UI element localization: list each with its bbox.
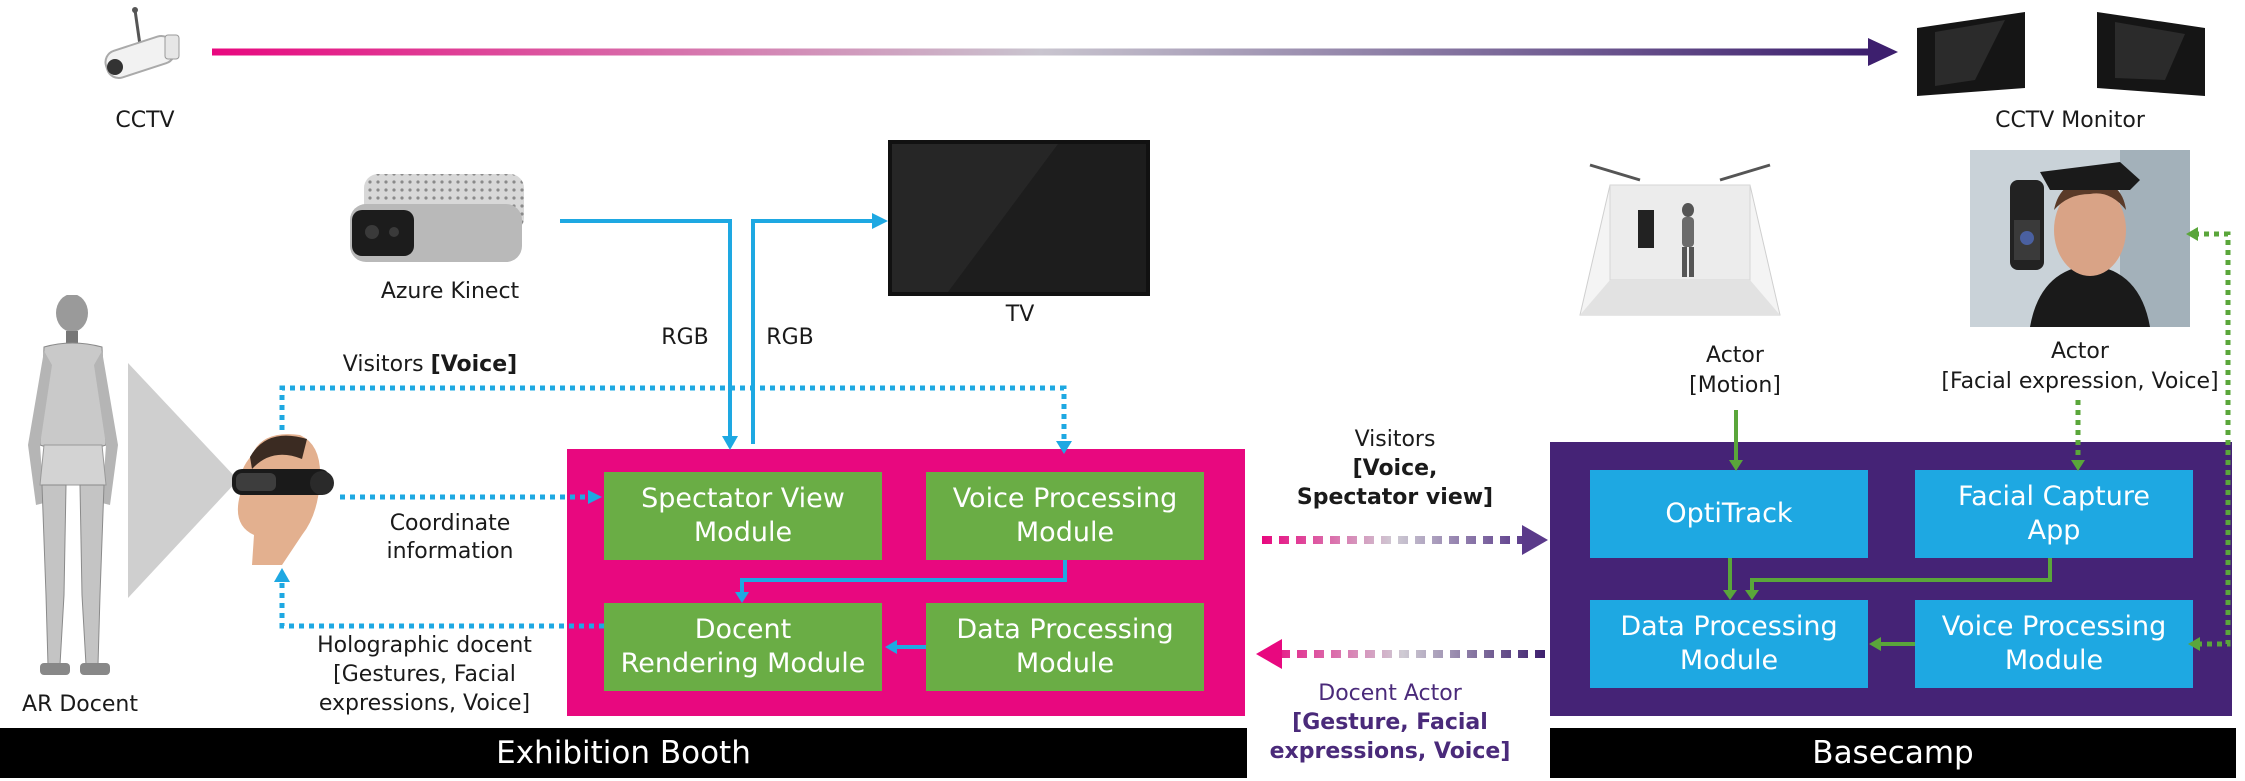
rgb-right-label: RGB <box>766 325 814 350</box>
rgb-to-tv-arrow <box>751 219 875 444</box>
cctv-monitor-label: CCTV Monitor <box>1995 108 2145 133</box>
cctv-camera-icon <box>104 7 180 80</box>
cctv-monitor-icon <box>1917 12 2205 96</box>
basecamp-data-processing-module-line2: Module <box>1679 645 1779 676</box>
basecamp-bar: Basecamp <box>1550 728 2236 778</box>
hololens-user-icon <box>232 434 334 565</box>
coordinate-label-line1: Coordinate <box>389 511 511 536</box>
cctv-label: CCTV <box>115 108 175 133</box>
booth-voice-processing-module-line2: Module <box>1015 517 1115 548</box>
coordinate-label-line2: information <box>386 539 514 564</box>
docent-actor-line1: Docent Actor <box>1318 681 1462 706</box>
holo-label-line1: Holographic docent <box>317 633 532 658</box>
actor-motion-label-line1: Actor <box>1706 343 1764 368</box>
actor-face-label-line2: [Facial expression, Voice] <box>1941 369 2219 394</box>
basecamp-voice-processing-module-line2: Module <box>2004 645 2104 676</box>
optitrack-module: OptiTrack <box>1590 470 1868 558</box>
face-capture-actor-icon <box>1970 150 2190 327</box>
holo-label-line2: [Gestures, Facial <box>333 662 516 687</box>
docent-actor-line2: [Gesture, Facial <box>1292 710 1488 735</box>
exhibition-booth-title: Exhibition Booth <box>496 735 751 771</box>
docent-actor-line3: expressions, Voice] <box>1269 739 1511 764</box>
basecamp-voice-processing-module-line1: Voice Processing <box>1941 611 2167 642</box>
facial-capture-app-module-line2: App <box>2027 515 2081 546</box>
docent-rendering-module-line1: Docent <box>694 614 792 645</box>
mocap-studio-icon <box>1579 163 1781 316</box>
visitors-voice-bold: [Voice] <box>430 352 518 377</box>
booth-voice-processing-module-line1: Voice Processing <box>952 483 1178 514</box>
monitor-feedback-arrow <box>2195 231 2231 647</box>
visitors-mid-line1: Visitors <box>1354 427 1436 452</box>
facial-to-data-arrow <box>1750 558 2052 592</box>
tv-label: TV <box>1005 302 1035 327</box>
ar-docent-robot-icon <box>28 295 118 675</box>
visitors-mid-line2: [Voice, <box>1352 456 1438 481</box>
visitors-mid-line3: Spectator view] <box>1296 485 1494 510</box>
holo-label-line3: expressions, Voice] <box>318 691 531 716</box>
visitors-voice-label: Visitors [Voice] <box>330 350 530 379</box>
spectator-view-module-line2: Module <box>693 517 793 548</box>
actor-motion-label-line2: [Motion] <box>1689 373 1781 398</box>
projection-triangle-icon <box>128 363 238 598</box>
azure-kinect-label: Azure Kinect <box>380 279 520 304</box>
azure-kinect-icon <box>350 174 524 262</box>
voice-to-rendering-arrow <box>740 560 1067 594</box>
rgb-left-label: RGB <box>661 325 709 350</box>
kinect-rgb-arrow <box>560 219 732 438</box>
basecamp-data-processing-module-line1: Data Processing <box>1620 611 1838 642</box>
holographic-docent-arrow <box>279 580 604 629</box>
ar-docent-label: AR Docent <box>22 692 138 717</box>
basecamp-title: Basecamp <box>1812 735 1974 771</box>
visitors-voice-prefix: Visitors <box>342 352 424 377</box>
facial-capture-app-module-line1: Facial Capture <box>1958 481 2150 512</box>
booth-data-processing-module-line1: Data Processing <box>956 614 1174 645</box>
booth-data-processing-module-line2: Module <box>1015 648 1115 679</box>
spectator-view-module-line1: Spectator View <box>641 483 845 514</box>
exhibition-booth-bar: Exhibition Booth <box>0 728 1247 778</box>
tv-icon <box>888 140 1150 296</box>
docent-rendering-module-line2: Rendering Module <box>620 648 866 679</box>
optitrack-module-label: OptiTrack <box>1665 498 1793 529</box>
actor-face-label-line1: Actor <box>2051 339 2109 364</box>
visitors-voice-arrow <box>279 385 1067 443</box>
